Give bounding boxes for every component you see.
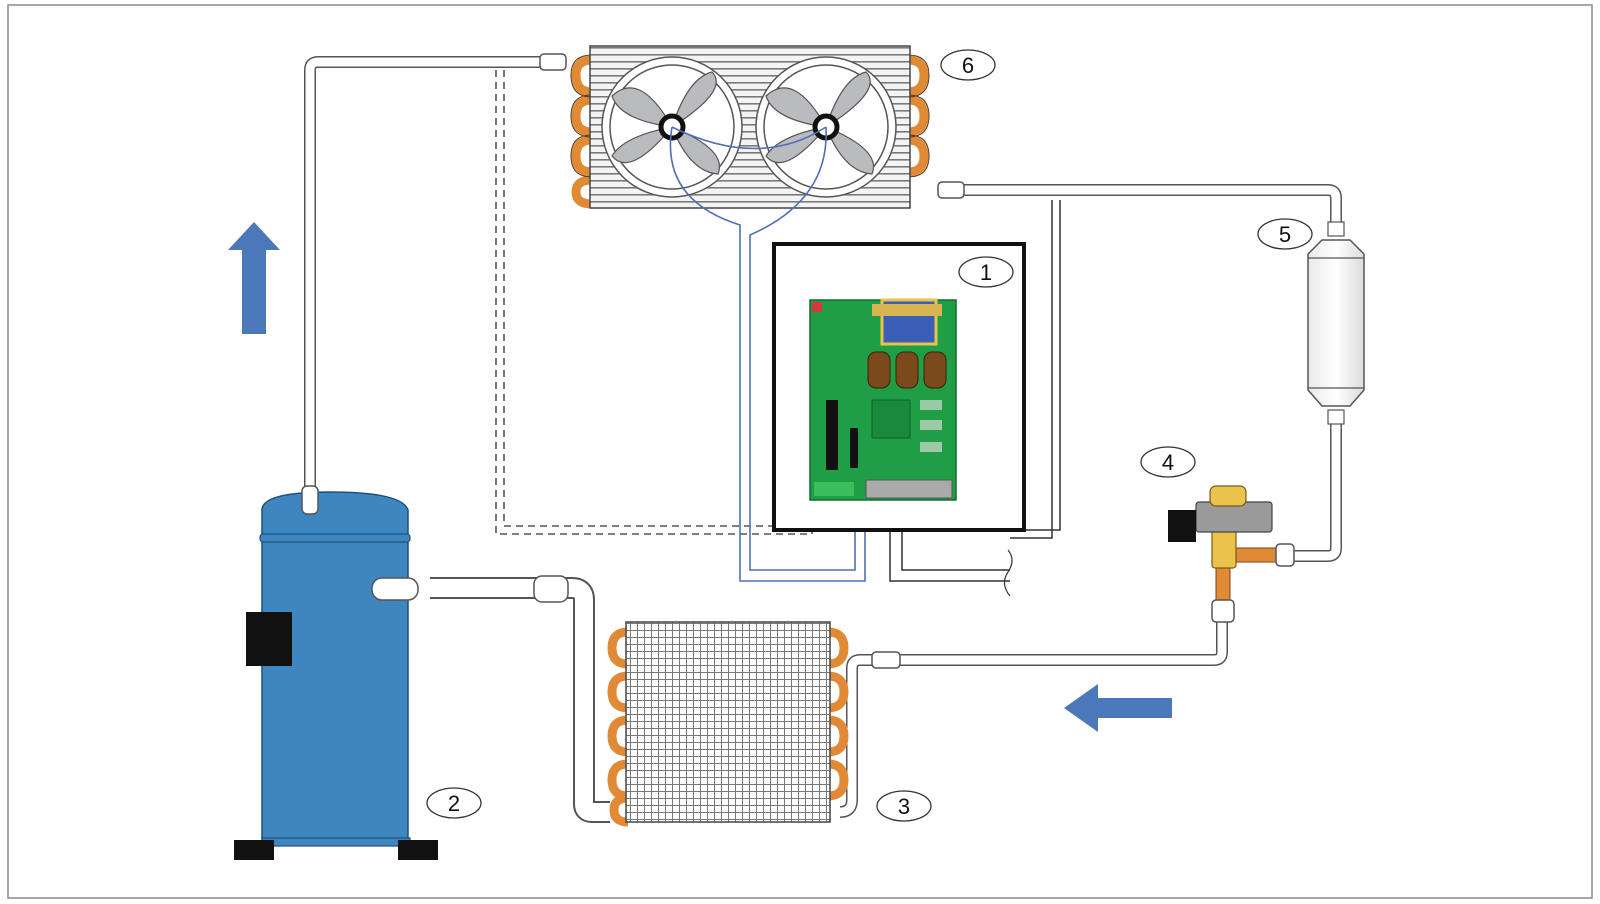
expansion-valve xyxy=(1168,485,1295,623)
fan-control-wires xyxy=(669,126,866,582)
label-3-text: 3 xyxy=(898,794,910,819)
evaporator xyxy=(607,621,901,827)
label-1: 1 xyxy=(958,256,1014,288)
power-wires xyxy=(889,200,1061,582)
label-6: 6 xyxy=(940,49,996,81)
left-arrow-icon xyxy=(1064,684,1172,732)
label-2: 2 xyxy=(426,787,482,819)
label-3: 3 xyxy=(876,790,932,822)
refrigerant-pipes xyxy=(304,56,1342,823)
condenser-copper-bends xyxy=(571,55,929,209)
frame-border xyxy=(7,4,1593,899)
label-1-text: 1 xyxy=(980,260,992,285)
label-6-text: 6 xyxy=(962,53,974,78)
filter-drier xyxy=(1307,221,1365,425)
up-arrow-icon xyxy=(228,222,280,334)
label-4: 4 xyxy=(1140,446,1196,478)
label-4-text: 4 xyxy=(1162,450,1174,475)
label-2-text: 2 xyxy=(448,791,460,816)
compressor xyxy=(234,485,569,860)
label-5-text: 5 xyxy=(1279,222,1291,247)
controller-board xyxy=(772,242,1026,532)
label-5: 5 xyxy=(1257,218,1313,250)
condenser xyxy=(539,45,965,209)
